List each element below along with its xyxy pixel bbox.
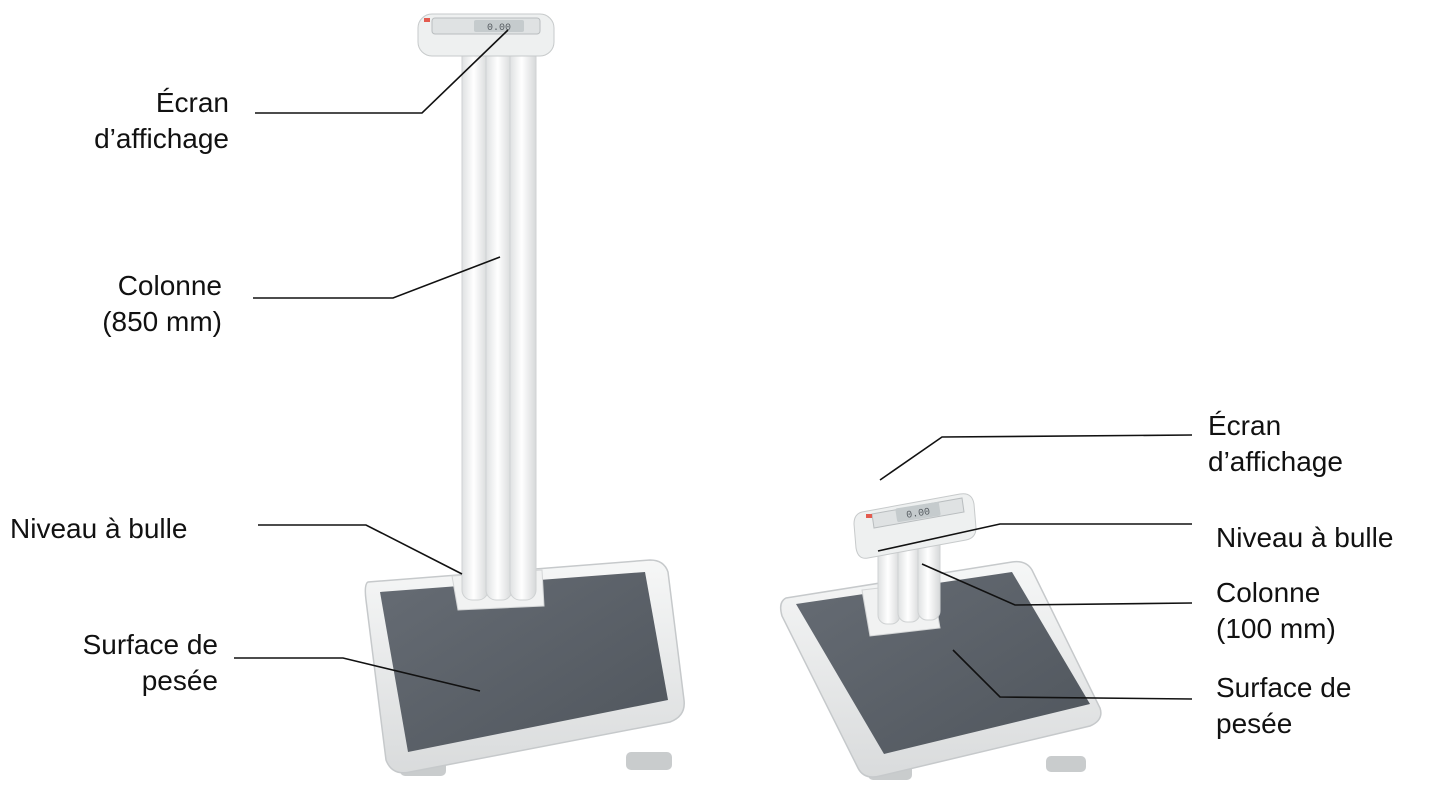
label-tall-column: Colonne (850 mm): [102, 268, 222, 340]
leader-tall-level: [258, 525, 462, 574]
leader-short-display: [880, 435, 1192, 480]
tall-column: [462, 40, 536, 600]
tall-scale: 0.00: [365, 14, 684, 776]
tall-display-head: 0.00: [418, 14, 554, 56]
tall-display-readout: 0.00: [487, 23, 511, 34]
tall-foot-right: [626, 752, 672, 770]
label-tall-weighing-surface: Surface de pesée: [83, 627, 218, 699]
label-short-display-screen: Écran d’affichage: [1208, 408, 1343, 480]
label-short-weighing-surface: Surface de pesée: [1216, 670, 1351, 742]
short-display-head: 0.00: [854, 494, 976, 559]
short-foot-right: [1046, 756, 1086, 772]
label-short-column: Colonne (100 mm): [1216, 575, 1336, 647]
label-tall-display-screen: Écran d’affichage: [94, 85, 229, 157]
label-tall-spirit-level: Niveau à bulle: [10, 511, 187, 547]
label-short-spirit-level: Niveau à bulle: [1216, 520, 1393, 556]
